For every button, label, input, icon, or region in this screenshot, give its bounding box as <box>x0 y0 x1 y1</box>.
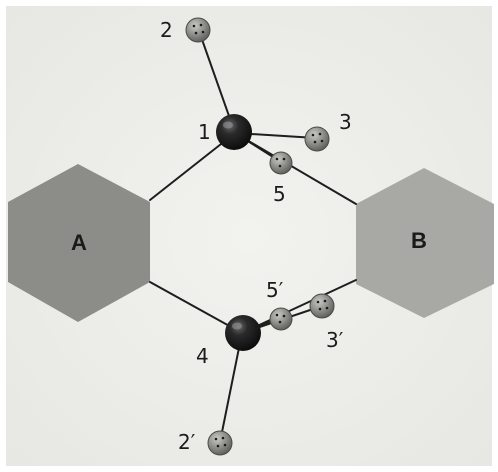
ring-b-label: B <box>411 228 427 253</box>
light-atoms <box>185 17 335 456</box>
dark-atoms <box>216 114 261 351</box>
atom-3 <box>304 126 330 152</box>
atom-1 <box>216 114 252 150</box>
atom-4 <box>225 315 261 351</box>
atom-3-label: 3 <box>339 110 352 134</box>
atom-3-prime <box>309 293 335 319</box>
atom-5-label: 5 <box>273 182 286 206</box>
ring-b-hexagon <box>356 168 494 318</box>
atom-5 <box>269 151 293 175</box>
bond-4-ringA <box>149 281 243 334</box>
atom-speckles <box>192 23 329 448</box>
atom-1-label: 1 <box>198 120 211 144</box>
ring-a-hexagon <box>8 164 150 322</box>
bond-4-ringB <box>241 279 357 334</box>
atom-2 <box>185 17 211 43</box>
bonds <box>149 30 357 443</box>
atom-2-prime-label: 2′ <box>178 430 196 454</box>
atom-5-prime-label: 5′ <box>266 278 284 302</box>
atom-4-label: 4 <box>196 344 209 368</box>
bond-1-ringB <box>234 132 357 205</box>
ring-a-label: A <box>71 230 87 255</box>
atom-5-prime <box>269 307 293 331</box>
bond-4-2p <box>219 332 243 443</box>
atom-3-prime-label: 3′ <box>326 328 344 352</box>
atom-2-prime <box>207 430 233 456</box>
atom-2-label: 2 <box>160 18 173 42</box>
